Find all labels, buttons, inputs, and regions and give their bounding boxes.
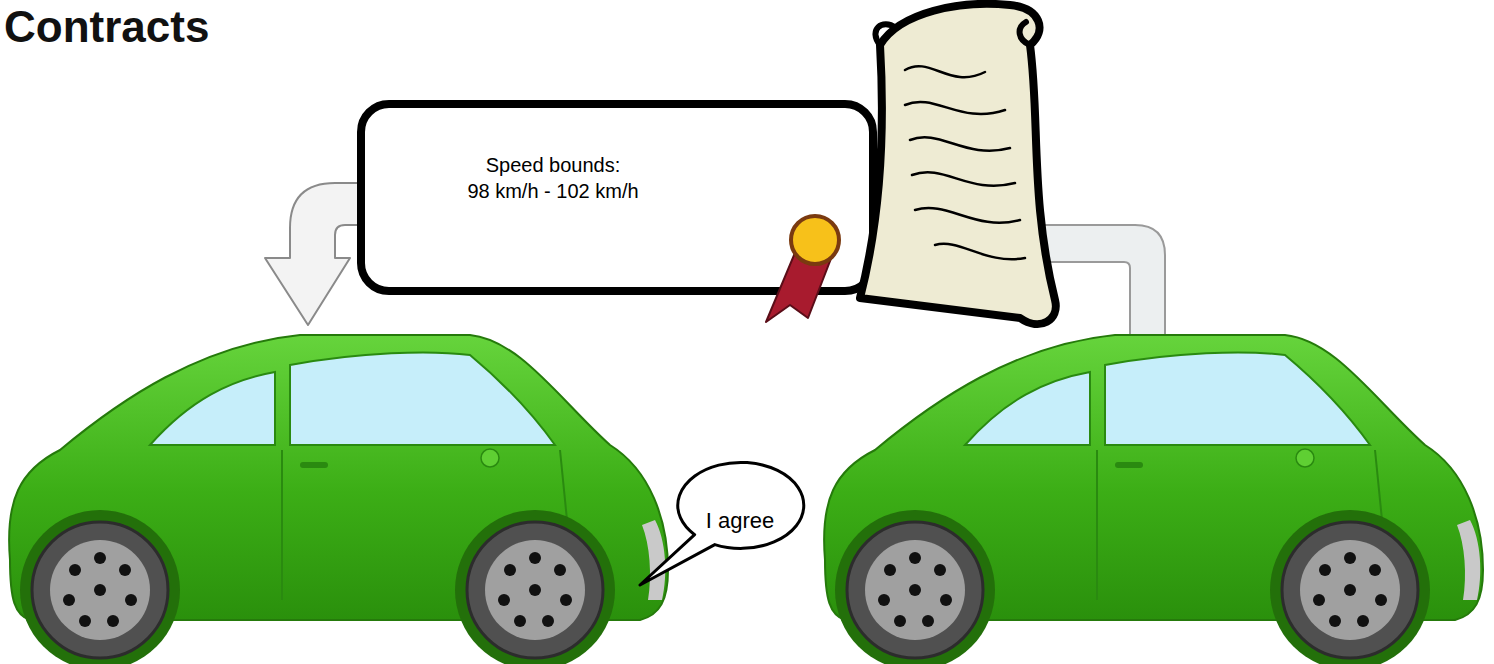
right-car — [824, 335, 1483, 664]
scroll-writing — [905, 66, 1025, 259]
slide-title: Contracts — [4, 2, 209, 53]
scroll-curls — [875, 22, 1030, 45]
contract-box: Speed bounds:98 km/h - 102 km/h — [357, 100, 877, 295]
contract-heading: Speed bounds: — [365, 152, 741, 178]
speech-text: I agree — [675, 460, 805, 582]
scroll-sheet — [860, 4, 1056, 324]
contract-value: 98 km/h - 102 km/h — [365, 178, 741, 204]
arrow-from-right-car — [1040, 225, 1165, 365]
speech-bubble: I agree — [675, 460, 805, 582]
contract-text: Speed bounds:98 km/h - 102 km/h — [365, 152, 741, 204]
arrow-to-left-car — [265, 183, 362, 325]
left-car — [9, 335, 668, 664]
